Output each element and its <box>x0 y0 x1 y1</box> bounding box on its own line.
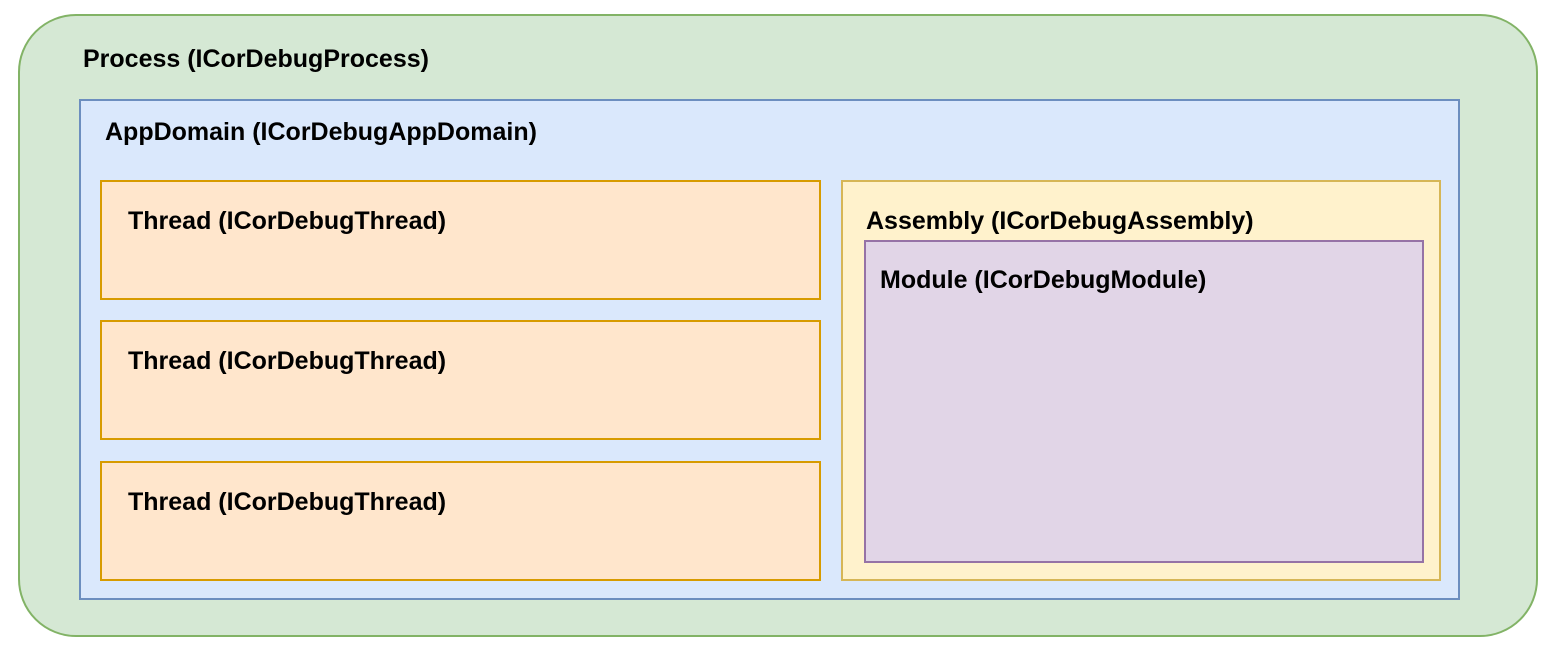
thread-label: Thread (ICorDebugThread) <box>128 347 447 375</box>
thread-box-1: Thread (ICorDebugThread) <box>100 180 821 300</box>
appdomain-box: AppDomain (ICorDebugAppDomain) Thread (I… <box>79 99 1460 600</box>
thread-box-3: Thread (ICorDebugThread) <box>100 461 821 581</box>
assembly-label: Assembly (ICorDebugAssembly) <box>866 207 1254 235</box>
thread-label: Thread (ICorDebugThread) <box>128 207 447 235</box>
process-label: Process (ICorDebugProcess) <box>83 45 429 73</box>
thread-box-2: Thread (ICorDebugThread) <box>100 320 821 440</box>
process-box: Process (ICorDebugProcess) AppDomain (IC… <box>18 14 1538 637</box>
assembly-box: Assembly (ICorDebugAssembly) Module (ICo… <box>841 180 1441 581</box>
appdomain-label: AppDomain (ICorDebugAppDomain) <box>105 118 537 146</box>
module-label: Module (ICorDebugModule) <box>880 266 1207 294</box>
module-box: Module (ICorDebugModule) <box>864 240 1424 563</box>
thread-label: Thread (ICorDebugThread) <box>128 488 447 516</box>
